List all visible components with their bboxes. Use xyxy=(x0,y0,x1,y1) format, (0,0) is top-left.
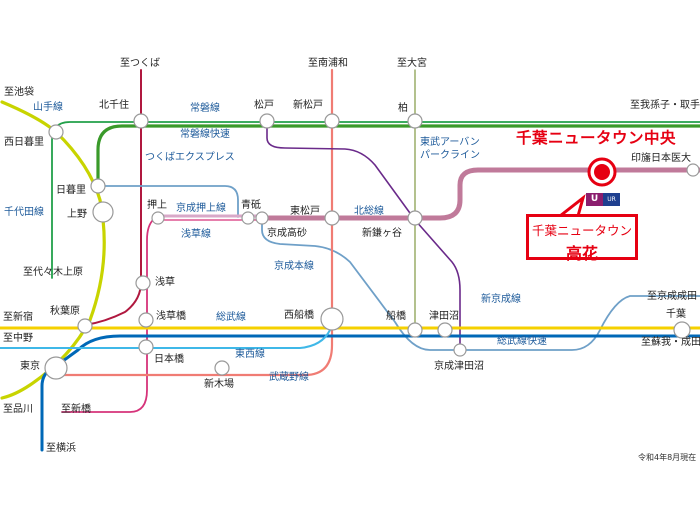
station-nihonbashi[interactable]: 日本橋 xyxy=(154,354,184,365)
line-sobu-rapid xyxy=(40,334,700,452)
label-asakusa: 浅草線 xyxy=(181,229,211,240)
dest-ikebukuro: 至池袋 xyxy=(4,87,34,98)
station-tokyo[interactable]: 東京 xyxy=(20,361,40,372)
station-node-inzai[interactable] xyxy=(686,163,700,177)
station-tsudanuma[interactable]: 津田沼 xyxy=(429,311,459,322)
station-node-nihonbashi[interactable] xyxy=(138,339,154,355)
label-joban: 常磐線 xyxy=(190,103,220,114)
dest-yokohama: 至横浜 xyxy=(46,443,76,454)
line-hokuso xyxy=(259,167,700,221)
callout-line1: 千葉ニュータウン xyxy=(531,223,632,238)
callout-line2: 高花 xyxy=(565,244,598,263)
label-keisei-oshiage: 京成押上線 xyxy=(176,203,226,214)
label-tsukuba-express: つくばエクスプレス xyxy=(145,152,235,163)
station-shin-matsudo[interactable]: 新松戸 xyxy=(293,100,323,111)
station-akihabara[interactable]: 秋葉原 xyxy=(50,306,80,317)
ur-logo-mark: U xyxy=(586,193,603,206)
station-kashiwa[interactable]: 柏 xyxy=(398,103,408,114)
label-yamanote: 山手線 xyxy=(33,102,63,113)
station-nippori[interactable]: 日暮里 xyxy=(56,185,86,196)
label-hokuso: 北総線 xyxy=(354,206,384,217)
dest-abiko: 至我孫子・取手 xyxy=(630,100,700,111)
line-tozai xyxy=(0,329,331,349)
dest-shinjuku: 至新宿 xyxy=(3,312,33,323)
station-inzai[interactable]: 印旛日本医大 xyxy=(631,153,691,164)
station-node-chiba[interactable] xyxy=(673,321,691,339)
station-node-shin-kamagaya[interactable] xyxy=(407,210,423,226)
station-chiba[interactable]: 千葉 xyxy=(666,309,686,320)
station-node-shin-matsudo[interactable] xyxy=(324,113,340,129)
line-keisei-main xyxy=(261,217,700,351)
station-node-higashi-matsudo[interactable] xyxy=(324,210,340,226)
station-node-keisei-tsudanuma[interactable] xyxy=(453,343,467,357)
dest-soga-narita: 至蘇我・成田 xyxy=(641,337,700,348)
label-tozai: 東西線 xyxy=(235,349,265,360)
dest-minami-urawa: 至南浦和 xyxy=(308,58,348,69)
label-tobu-2: パークライン xyxy=(420,150,480,161)
line-joban-rapid xyxy=(96,124,700,187)
station-shin-kamagaya[interactable]: 新鎌ヶ谷 xyxy=(362,228,402,239)
station-node-shin-kiba[interactable] xyxy=(214,360,230,376)
station-nishi-nippori[interactable]: 西日暮里 xyxy=(4,137,44,148)
station-nishi-funabashi[interactable]: 西船橋 xyxy=(284,310,314,321)
label-shin-keisei: 新京成線 xyxy=(481,294,521,305)
station-node-oshiage[interactable] xyxy=(151,211,165,225)
line-musashino xyxy=(53,68,334,377)
station-funabashi[interactable]: 船橋 xyxy=(386,311,406,322)
station-node-kita-senju[interactable] xyxy=(133,113,149,129)
label-musashino: 武蔵野線 xyxy=(269,372,309,383)
station-node-aoto-2[interactable] xyxy=(255,211,269,225)
date-note: 令和4年8月現在 xyxy=(638,453,697,462)
station-node-nishi-funabashi[interactable] xyxy=(320,307,344,331)
label-chiyoda: 千代田線 xyxy=(4,207,44,218)
station-aoto[interactable]: 青砥 xyxy=(241,200,261,211)
line-shin-keisei-purple xyxy=(266,121,461,351)
station-higashi-matsudo[interactable]: 東松戸 xyxy=(290,206,320,217)
label-tobu-1: 東武アーバン xyxy=(420,137,480,148)
station-asakusa[interactable]: 浅草 xyxy=(155,277,175,288)
station-node-funabashi[interactable] xyxy=(407,322,423,338)
station-kita-senju[interactable]: 北千住 xyxy=(99,100,129,111)
dest-shinagawa: 至品川 xyxy=(3,404,33,415)
station-node-ueno[interactable] xyxy=(92,201,114,223)
dest-nakano: 至中野 xyxy=(3,333,33,344)
station-node-akihabara[interactable] xyxy=(77,318,93,334)
dest-keisei-narita: 至京成成田 xyxy=(647,291,697,302)
station-node-nippori[interactable] xyxy=(90,178,106,194)
label-sobu-rapid: 総武線快速 xyxy=(497,336,547,347)
station-node-tsudanuma[interactable] xyxy=(437,322,453,338)
dest-shimbashi: 至新橋 xyxy=(61,404,91,415)
station-node-tokyo[interactable] xyxy=(44,356,68,380)
dest-tsukuba: 至つくば xyxy=(120,58,160,69)
dest-yoyogi-uehara: 至代々木上原 xyxy=(23,267,83,278)
station-shin-kiba[interactable]: 新木場 xyxy=(204,379,234,390)
line-keisei-nippori xyxy=(97,185,239,218)
line-asakusa xyxy=(61,218,155,413)
property-callout: 千葉ニュータウン 高花 xyxy=(526,214,638,263)
ur-logo: U UR xyxy=(586,193,620,206)
dest-omiya: 至大宮 xyxy=(397,58,427,69)
label-joban-rapid: 常磐線快速 xyxy=(180,129,230,140)
highlight-station-inner xyxy=(594,164,610,180)
station-matsudo[interactable]: 松戸 xyxy=(254,100,274,111)
highlight-station-name[interactable]: 千葉ニュータウン中央 xyxy=(516,129,677,147)
station-node-aoto-1[interactable] xyxy=(241,211,255,225)
station-oshiage[interactable]: 押上 xyxy=(147,200,167,211)
station-keisei-takasago[interactable]: 京成高砂 xyxy=(267,228,307,239)
label-sobu: 総武線 xyxy=(216,312,246,323)
station-node-matsudo[interactable] xyxy=(259,113,275,129)
ur-logo-text: UR xyxy=(603,193,620,206)
station-node-nishi-nippori[interactable] xyxy=(48,124,64,140)
station-node-asakusa[interactable] xyxy=(135,275,151,291)
label-keisei-main: 京成本線 xyxy=(274,261,314,272)
station-keisei-tsudanuma[interactable]: 京成津田沼 xyxy=(434,361,484,372)
station-node-asakusabashi[interactable] xyxy=(138,312,154,328)
station-node-kashiwa[interactable] xyxy=(407,113,423,129)
station-asakusabashi[interactable]: 浅草橋 xyxy=(156,311,186,322)
station-ueno[interactable]: 上野 xyxy=(67,209,87,220)
